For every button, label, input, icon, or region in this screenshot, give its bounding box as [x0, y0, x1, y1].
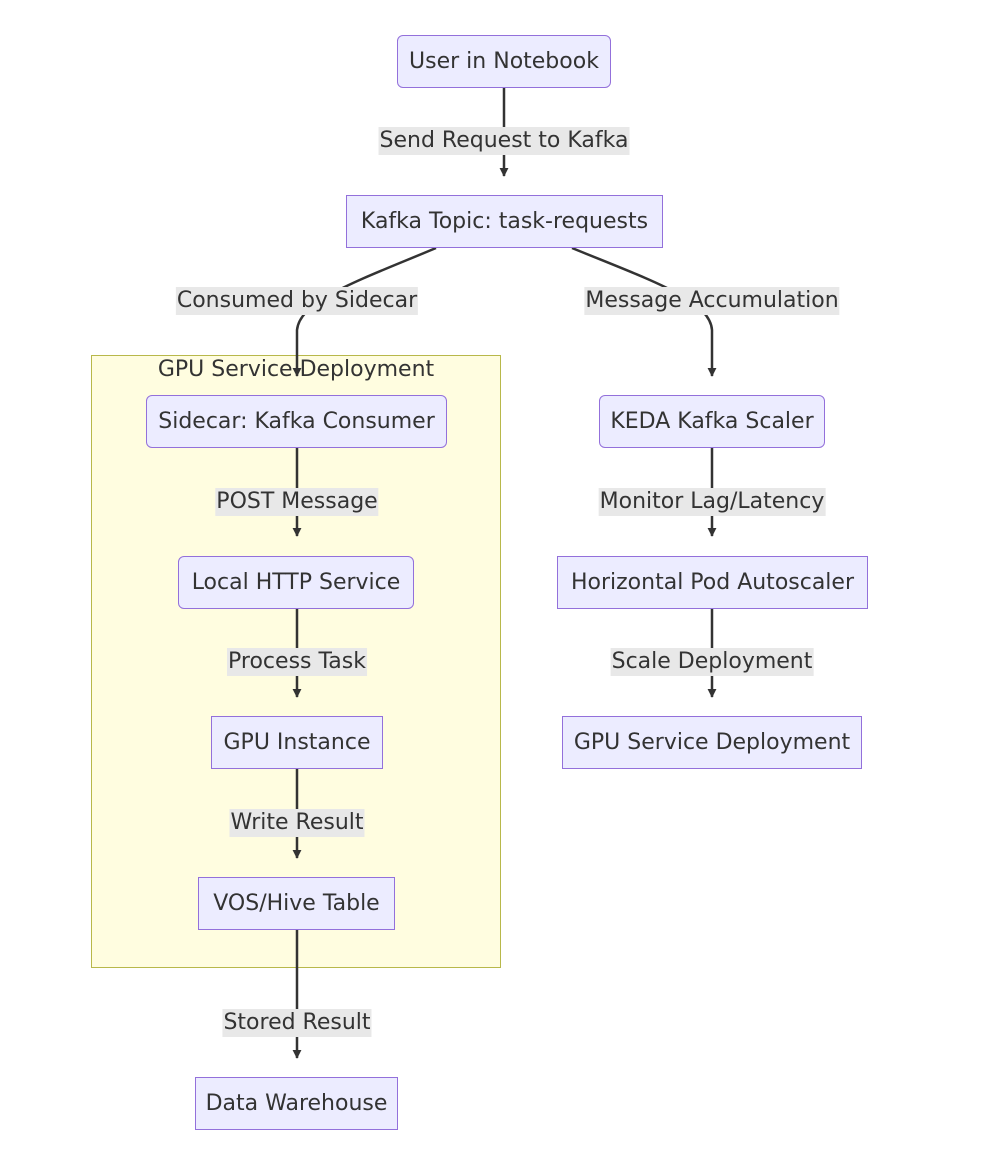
node-gpu-instance[interactable]: GPU Instance — [211, 716, 383, 769]
node-user-in-notebook[interactable]: User in Notebook — [397, 35, 611, 88]
edge-label-scale-deployment: Scale Deployment — [610, 648, 814, 676]
node-data-warehouse[interactable]: Data Warehouse — [195, 1077, 398, 1130]
node-gpu-service-deployment[interactable]: GPU Service Deployment — [562, 716, 862, 769]
edge-label-monitor-lag: Monitor Lag/Latency — [598, 488, 826, 516]
edge-label-consumed-by-sidecar: Consumed by Sidecar — [175, 287, 419, 315]
node-sidecar-kafka-consumer[interactable]: Sidecar: Kafka Consumer — [146, 395, 447, 448]
edge-label-send-request: Send Request to Kafka — [378, 127, 630, 155]
node-horizontal-pod-autoscaler[interactable]: Horizontal Pod Autoscaler — [557, 556, 868, 609]
edge-label-post-message: POST Message — [215, 488, 379, 516]
edge-label-process-task: Process Task — [227, 648, 367, 676]
node-kafka-topic[interactable]: Kafka Topic: task-requests — [346, 195, 663, 248]
node-vos-hive-table[interactable]: VOS/Hive Table — [198, 877, 395, 930]
node-keda-kafka-scaler[interactable]: KEDA Kafka Scaler — [599, 395, 825, 448]
edge-label-message-accumulation: Message Accumulation — [584, 287, 840, 315]
cluster-title: GPU Service Deployment — [157, 357, 435, 382]
edge-label-stored-result: Stored Result — [222, 1009, 372, 1037]
node-local-http-service[interactable]: Local HTTP Service — [178, 556, 414, 609]
edge-label-write-result: Write Result — [229, 809, 365, 837]
